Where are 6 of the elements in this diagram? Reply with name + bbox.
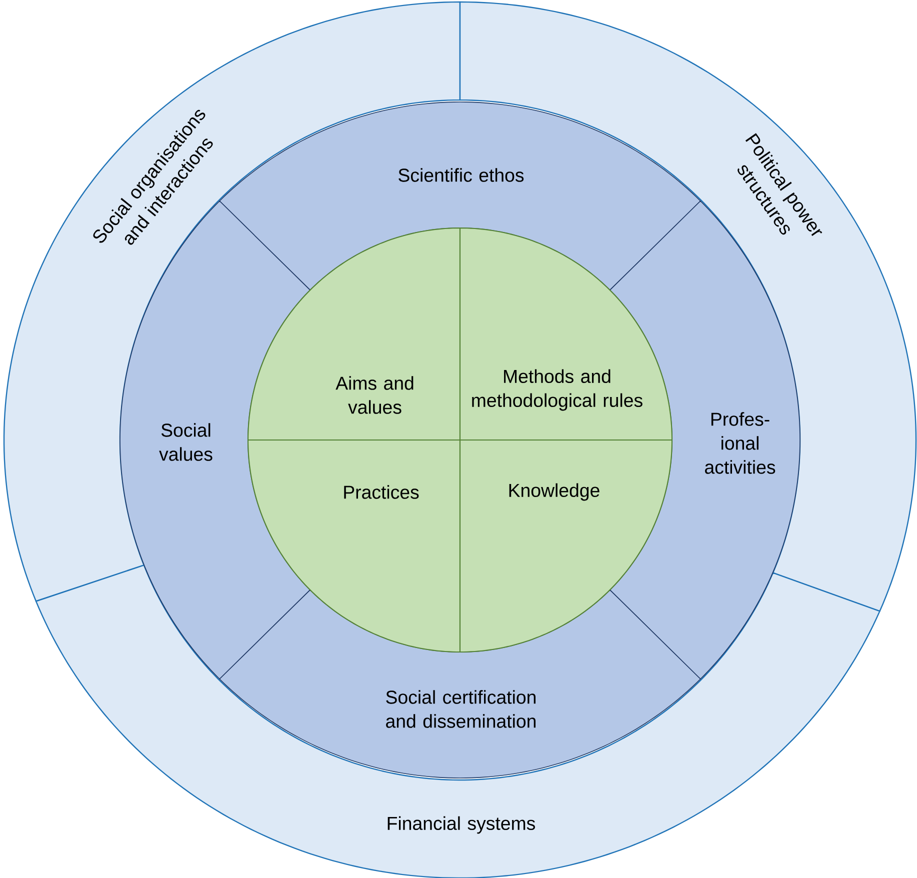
ring-sector: Knowledge — [459, 439, 673, 653]
ring-sector: Social certification and dissemination — [219, 590, 701, 778]
ring-sector: Practices — [247, 439, 461, 653]
ring-sector: Scientific ethos — [219, 102, 701, 290]
ring-sector: Methods and methodological rules — [459, 227, 673, 441]
ring-sector: Aims and values — [247, 227, 461, 441]
